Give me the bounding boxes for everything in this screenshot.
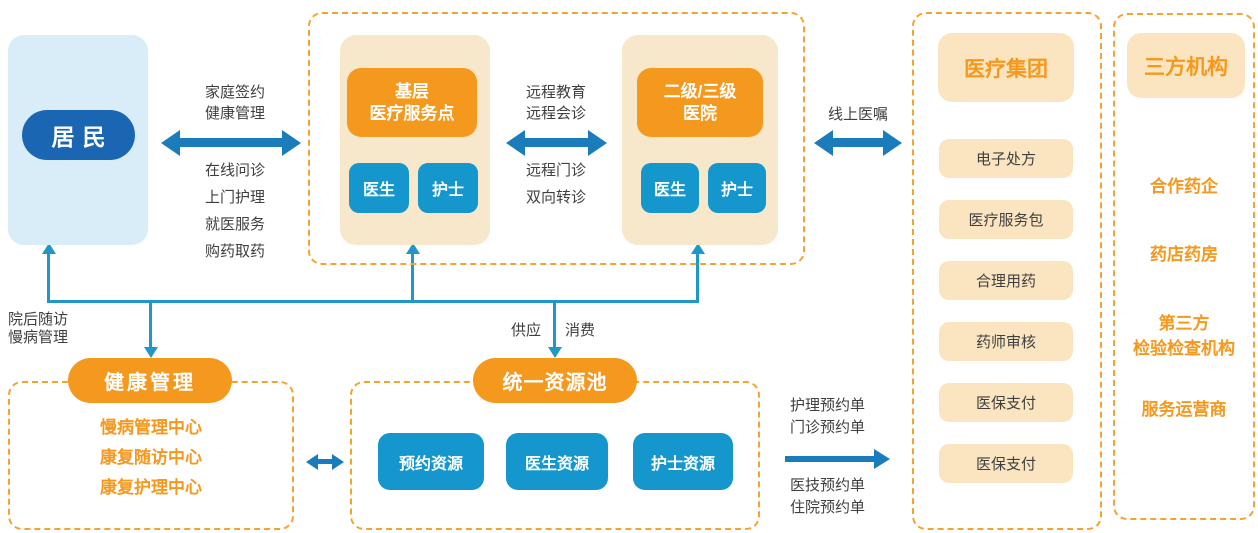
service-network-box	[308, 12, 805, 265]
label-post-hospital-line1: 院后随访	[8, 311, 69, 328]
health-mgmt-item: 康复随访中心	[100, 448, 202, 467]
primary-care-title-line1: 基层	[395, 81, 429, 101]
medical-group-item: 药师审核	[939, 322, 1073, 361]
third-party-item: 服务运营商	[1141, 400, 1227, 419]
primary-care-title-line2: 医疗服务点	[369, 103, 455, 123]
label-booking-bottom-line2: 住院预约单	[790, 499, 866, 516]
label-booking-top: 护理预约单 门诊预约单	[790, 395, 900, 439]
hospital-doctor-box: 医生	[641, 163, 699, 213]
medical-group-item: 合理用药	[939, 261, 1073, 300]
label-family-sign-line1: 家庭签约	[204, 84, 265, 101]
arrowhead-into-resident	[42, 243, 56, 254]
health-mgmt-header: 健康管理	[68, 358, 232, 403]
medical-group-item: 电子处方	[939, 139, 1073, 178]
label-remote-edu: 远程教育 远程会诊	[496, 82, 616, 124]
medical-group-header: 医疗集团	[938, 33, 1074, 102]
label-online-service-line1: 在线问诊	[204, 162, 265, 179]
hospital-label: 二级/三级 医院	[637, 68, 763, 137]
connector-pool-stub	[553, 300, 556, 350]
arrowhead-into-pool	[548, 347, 562, 358]
arrow-booking	[785, 449, 890, 469]
arrow-remote	[506, 129, 607, 156]
hospital-group	[622, 35, 778, 245]
label-booking-top-line2: 门诊预约单	[790, 419, 866, 436]
medical-group-item: 医保支付	[939, 383, 1073, 422]
label-online-service: 在线问诊 上门护理 就医服务 购药取药	[175, 157, 295, 265]
health-mgmt-item-list: 慢病管理中心 康复随访中心 康复护理中心	[8, 413, 294, 503]
label-remote-edu-line2: 远程会诊	[525, 105, 586, 122]
label-online-service-line2: 上门护理	[204, 189, 265, 206]
primary-care-label: 基层 医疗服务点	[347, 68, 477, 137]
hospital-nurse-box: 护士	[708, 163, 766, 213]
medical-group-item: 医保支付	[939, 444, 1073, 483]
connector-primary-stub	[411, 252, 414, 303]
health-mgmt-item: 慢病管理中心	[100, 418, 202, 437]
third-party-item: 药店药房	[1150, 245, 1218, 264]
hospital-title-line1: 二级/三级	[663, 81, 737, 101]
arrowhead-into-hospital	[691, 243, 705, 254]
label-family-sign: 家庭签约 健康管理	[175, 82, 295, 124]
connector-hospital-stub	[696, 252, 699, 303]
label-booking-top-line1: 护理预约单	[790, 397, 866, 414]
connector-resident-stub	[47, 252, 50, 303]
label-post-hospital: 院后随访 慢病管理	[8, 311, 120, 347]
resource-pool-header: 统一资源池	[473, 358, 637, 403]
label-consume: 消费	[565, 322, 596, 339]
medical-group-item: 医疗服务包	[939, 200, 1073, 239]
third-party-item-line1: 第三方	[1158, 314, 1210, 333]
arrowhead-into-primary	[406, 243, 420, 254]
label-family-sign-line2: 健康管理	[204, 105, 265, 122]
resource-box-nurse: 护士资源	[633, 433, 733, 490]
label-booking-bottom-line1: 医技预约单	[790, 477, 866, 494]
label-post-hospital-line2: 慢病管理	[8, 329, 69, 346]
connector-healthmgmt-stub	[149, 300, 152, 350]
resource-box-doctor: 医生资源	[506, 433, 608, 490]
label-online-service-line4: 购药取药	[204, 243, 265, 260]
resident-pill: 居民	[22, 110, 135, 160]
arrow-resident-network	[161, 129, 301, 156]
third-party-header: 三方机构	[1127, 33, 1245, 98]
label-booking-bottom: 医技预约单 住院预约单	[790, 475, 900, 519]
resource-box-booking: 预约资源	[378, 433, 484, 490]
label-remote-edu-line1: 远程教育	[525, 84, 586, 101]
primary-nurse-box: 护士	[418, 163, 478, 213]
connector-bus	[47, 300, 698, 303]
primary-care-group	[340, 35, 490, 245]
label-remote-clinic-line1: 远程门诊	[525, 162, 586, 179]
medical-group-panel	[912, 12, 1102, 530]
arrow-online-order	[814, 129, 902, 156]
third-party-panel	[1113, 13, 1255, 520]
label-online-service-line3: 就医服务	[204, 216, 265, 233]
hospital-title-line2: 医院	[682, 103, 717, 123]
primary-doctor-box: 医生	[349, 163, 409, 213]
third-party-item-line2: 检验检查机构	[1133, 339, 1235, 358]
arrow-pool-exchange	[306, 453, 344, 470]
third-party-item: 合作药企	[1150, 177, 1218, 196]
third-party-item: 第三方 检验检查机构	[1113, 311, 1255, 361]
label-remote-clinic: 远程门诊 双向转诊	[496, 157, 616, 211]
health-mgmt-item: 康复护理中心	[100, 478, 202, 497]
label-supply: 供应	[510, 322, 541, 339]
label-online-order: 线上医嘱	[827, 106, 888, 123]
label-remote-clinic-line2: 双向转诊	[525, 189, 586, 206]
arrowhead-into-healthmgmt	[144, 347, 158, 358]
